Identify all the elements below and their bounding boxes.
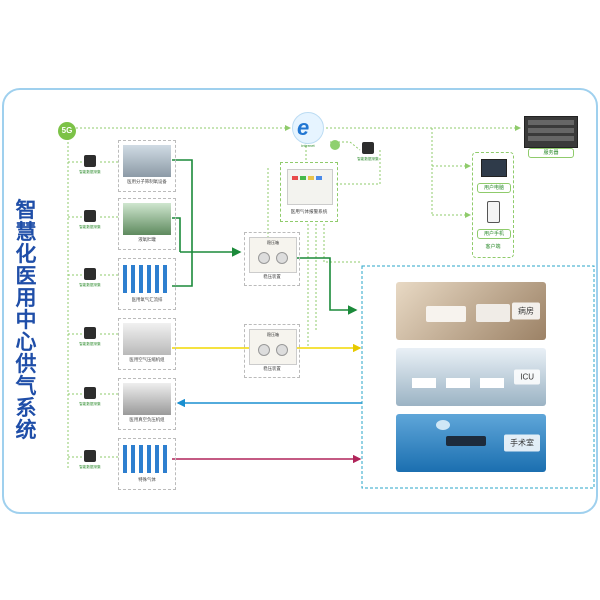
device-label: 医用氧气汇流排 — [131, 297, 163, 302]
room-label: 手术室 — [504, 434, 540, 452]
sensor-label: 智能数据采集 — [79, 402, 101, 406]
sensor-label: 智能数据采集 — [79, 170, 101, 174]
special-gas-cylinders-icon — [123, 445, 171, 473]
sensor-label: 智能数据采集 — [79, 283, 101, 287]
device-label: 医用分子筛制氧设备 — [127, 179, 167, 184]
alarm-label: 医用气体报警系统 — [290, 209, 328, 214]
room-icu: ICU — [396, 348, 546, 406]
device-vacuum-pump: 医用真空负压机组 — [118, 378, 176, 430]
server-rack-icon — [524, 116, 578, 148]
liquid-oxygen-tank-icon — [123, 203, 171, 235]
sensor-label: 智能数据采集 — [357, 157, 379, 161]
device-oxygen-manifold: 医用氧气汇流排 — [118, 258, 176, 310]
room-ward: 病房 — [396, 282, 546, 340]
device-label: 特殊气体 — [138, 477, 156, 482]
device-special-gas: 特殊气体 — [118, 438, 176, 490]
phone-icon — [487, 201, 500, 223]
room-label: ICU — [514, 369, 540, 385]
5g-badge: 5G — [58, 122, 76, 140]
regulator-box-icon: 稳压箱 — [249, 329, 297, 365]
panel-title: 稳压箱 — [267, 240, 279, 245]
panel-label: 稳压装置 — [263, 274, 281, 279]
regulator-box-icon: 稳压箱 — [249, 237, 297, 273]
pc-label: 用户电脑 — [477, 183, 511, 193]
server-label: 服务器 — [528, 148, 574, 158]
device-label: 医用真空负压机组 — [129, 417, 165, 422]
internet-label: internet — [301, 143, 315, 148]
oxygen-cylinders-icon — [123, 265, 171, 293]
device-label: 液氧贮罐 — [138, 237, 156, 242]
diagram-frame — [2, 88, 598, 514]
wireless-node-icon — [330, 140, 340, 150]
sensor-label: 智能数据采集 — [79, 225, 101, 229]
panel-label: 稳压装置 — [263, 366, 281, 371]
phone-label: 用户手机 — [477, 229, 511, 239]
room-label: 病房 — [512, 302, 540, 320]
alarm-system: 医用气体报警系统 — [280, 162, 338, 222]
vacuum-pump-icon — [123, 383, 171, 415]
oxygen-generator-icon — [123, 145, 171, 177]
device-air-compressor: 医用空气压缩机组 — [118, 318, 176, 370]
sensor-label: 智能数据采集 — [79, 342, 101, 346]
air-compressor-icon — [123, 323, 171, 355]
alarm-panel-icon — [287, 169, 333, 205]
internet-cloud-icon: e — [292, 112, 324, 144]
device-liquid-oxygen-tank: 液氧贮罐 — [118, 198, 176, 250]
sensor-nodes — [84, 142, 374, 462]
pc-monitor-icon — [481, 159, 507, 177]
room-operating-theater: 手术室 — [396, 414, 546, 472]
panel-title: 稳压箱 — [267, 332, 279, 337]
device-label: 医用空气压缩机组 — [129, 357, 165, 362]
client-group: 用户电脑 用户手机 客户端 — [472, 152, 514, 258]
system-title: 智慧化医用中心供气系统 — [15, 199, 37, 442]
sensor-label: 智能数据采集 — [79, 465, 101, 469]
device-oxygen-generator: 医用分子筛制氧设备 — [118, 140, 176, 192]
client-group-label: 客户端 — [485, 244, 501, 250]
pressure-panel-oxygen: 稳压箱 稳压装置 — [244, 232, 300, 286]
pressure-panel-air: 稳压箱 稳压装置 — [244, 324, 300, 378]
